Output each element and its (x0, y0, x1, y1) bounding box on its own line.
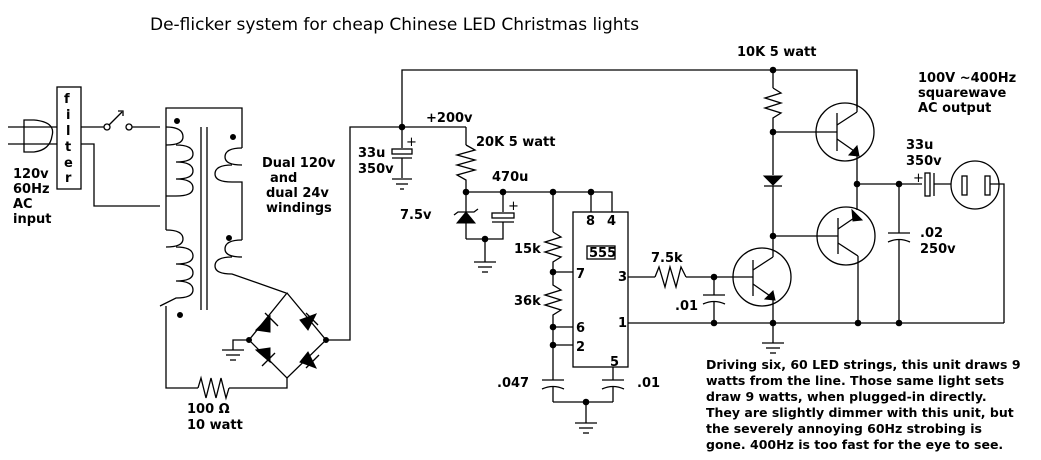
svg-text:100V ~400Hz: 100V ~400Hz (918, 71, 1016, 86)
svg-text:+: + (406, 135, 417, 150)
svg-text:Dual 120v: Dual 120v (262, 156, 336, 171)
output-cap-value: 33u (906, 138, 933, 153)
output-capacitor: + (913, 171, 951, 197)
svg-text:watts from the line. Those sam: watts from the line. Those same light se… (706, 373, 1004, 388)
svg-text:squarewave: squarewave (918, 86, 1007, 101)
ac-input-label: 120v 60Hz AC input (13, 167, 52, 227)
svg-text:3: 3 (618, 270, 627, 285)
resistor-20k (454, 144, 478, 192)
resistor-100-label: 100 Ω 10 watt (187, 402, 243, 433)
bridge-rectifier (246, 291, 329, 379)
base-capacitor (702, 277, 726, 323)
svg-text:60Hz: 60Hz (13, 182, 50, 197)
power-switch (81, 110, 160, 131)
bias-diode (762, 175, 784, 187)
svg-text:+: + (913, 171, 924, 186)
filter-capacitor: + (466, 192, 519, 240)
snubber-capacitor (887, 184, 911, 323)
ground-icon (474, 261, 496, 273)
timer-ic-555: 555 8 4 7 3 6 2 1 5 (572, 192, 629, 370)
svg-text:dual 24v: dual 24v (266, 186, 329, 201)
bulk-cap-rating: 350v (358, 162, 394, 177)
filter-cap-label: 470u (492, 170, 528, 185)
svg-text:100 Ω: 100 Ω (187, 402, 230, 417)
resistor-36k (542, 272, 564, 327)
timing-capacitor (541, 379, 565, 402)
ac-plug-icon (8, 119, 57, 153)
ground-icon (762, 342, 784, 354)
svg-text:Driving six, 60 LED strings, t: Driving six, 60 LED strings, this unit d… (706, 357, 1021, 372)
output-label: 100V ~400Hz squarewave AC output (918, 71, 1016, 116)
svg-text:6: 6 (576, 321, 585, 336)
ground-icon (222, 349, 244, 361)
description-note: Driving six, 60 LED strings, this unit d… (706, 357, 1021, 452)
svg-text:AC output: AC output (918, 101, 991, 116)
svg-text:e: e (64, 156, 73, 171)
lower-output-transistor (816, 206, 876, 323)
base-cap-label: .01 (675, 299, 698, 314)
resistor-7-5k-label: 7.5k (651, 251, 683, 266)
resistor-36k-label: 36k (514, 294, 541, 309)
zener-diode (453, 192, 479, 239)
svg-text:gone. 400Hz is too fast for th: gone. 400Hz is too fast for the eye to s… (706, 437, 1003, 452)
svg-text:+: + (508, 199, 519, 214)
output-socket-icon (950, 160, 1005, 323)
output-cap-rating: 350v (906, 154, 942, 169)
bulk-cap-value: 33u (358, 146, 385, 161)
svg-text:7: 7 (576, 267, 585, 282)
chip-label: 555 (589, 246, 616, 261)
svg-text:and: and (270, 171, 297, 186)
control-cap-label: .01 (637, 376, 660, 391)
svg-text:120v: 120v (13, 167, 49, 182)
resistor-100-ohm (197, 375, 230, 401)
snubber-cap-rating: 250v (920, 242, 956, 257)
resistor-15k (542, 231, 564, 272)
svg-text:f: f (64, 92, 70, 107)
svg-text:5: 5 (610, 355, 619, 370)
upper-output-transistor (815, 70, 875, 184)
control-capacitor (601, 367, 625, 402)
svg-text:i: i (66, 108, 70, 123)
snubber-cap-value: .02 (920, 226, 943, 241)
bulk-capacitor: + (391, 127, 417, 190)
driver-transistor (732, 235, 792, 323)
zener-label: 7.5v (400, 208, 432, 223)
svg-text:t: t (65, 140, 71, 155)
ground-icon (575, 422, 597, 434)
svg-text:1: 1 (618, 316, 627, 331)
svg-text:input: input (13, 212, 52, 227)
svg-text:10 watt: 10 watt (187, 418, 243, 433)
svg-text:8: 8 (586, 214, 595, 229)
svg-text:They are slightly dimmer with: They are slightly dimmer with this unit,… (706, 405, 1014, 420)
svg-text:4: 4 (607, 214, 616, 229)
svg-text:l: l (66, 124, 70, 139)
resistor-7-5k (654, 264, 687, 290)
resistor-10k (762, 87, 784, 132)
filter-block: f i l t e r (56, 86, 82, 190)
transformer-label: Dual 120v and dual 24v windings (262, 156, 336, 216)
resistor-20k-label: 20K 5 watt (476, 135, 555, 150)
diagram-title: De-flicker system for cheap Chinese LED … (150, 15, 639, 35)
svg-text:draw 9 watts, when plugged-in: draw 9 watts, when plugged-in directly. (706, 389, 987, 404)
svg-text:2: 2 (576, 340, 585, 355)
timing-cap-label: .047 (497, 376, 529, 391)
resistor-15k-label: 15k (514, 242, 541, 257)
svg-text:windings: windings (266, 201, 332, 216)
rail-label: +200v (426, 111, 473, 126)
resistor-10k-label: 10K 5 watt (737, 45, 816, 60)
svg-text:AC: AC (13, 197, 33, 212)
svg-text:the severely annoying 60Hz str: the severely annoying 60Hz strobing is (706, 421, 982, 436)
transformer (159, 107, 287, 318)
svg-text:r: r (65, 171, 72, 186)
